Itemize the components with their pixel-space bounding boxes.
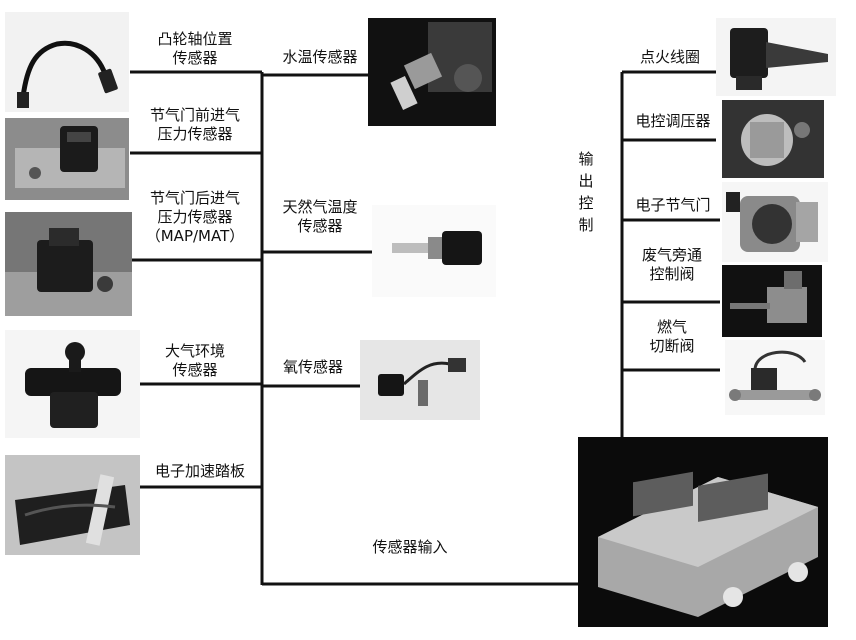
- wastegate-valve-photo: [722, 265, 822, 337]
- map-after-sensor-label: 节气门后进气压力传感器（MAP/MAT）: [145, 189, 245, 245]
- pressure-regulator-label: 电控调压器: [635, 112, 711, 130]
- coolant-sensor-photo: [368, 18, 496, 126]
- baro-sensor-label: 大气环境传感器: [164, 342, 225, 379]
- ecu-photo: [578, 437, 828, 627]
- electronic-throttle-photo: [722, 182, 828, 262]
- map-after-sensor-photo: [5, 212, 132, 316]
- wastegate-valve-label: 废气旁通控制阀: [641, 246, 702, 283]
- camshaft-sensor-label: 凸轮轴位置传感器: [157, 30, 233, 67]
- oxygen-sensor-photo: [360, 340, 480, 420]
- output-control-label: 输出控制: [578, 150, 594, 234]
- electronic-throttle-label: 电子节气门: [635, 196, 711, 214]
- ignition-coil-photo: [716, 18, 836, 96]
- baro-sensor-photo: [5, 330, 140, 438]
- tmap-front-sensor-label: 节气门前进气压力传感器: [149, 106, 240, 143]
- oxygen-sensor-label: 氧传感器: [282, 358, 343, 376]
- coolant-sensor-label: 水温传感器: [282, 48, 358, 66]
- ignition-coil-label: 点火线圈: [639, 48, 700, 66]
- camshaft-sensor-photo: [5, 12, 129, 112]
- pressure-regulator-photo: [722, 100, 824, 178]
- pedal-label: 电子加速踏板: [154, 462, 245, 480]
- sensor-input-label: 传感器输入: [372, 538, 448, 556]
- gas-shutoff-valve-label: 燃气切断阀: [649, 318, 695, 355]
- gas-temp-sensor-label: 天然气温度传感器: [282, 198, 358, 235]
- pedal-photo: [5, 455, 140, 555]
- gas-temp-sensor-photo: [372, 205, 496, 297]
- gas-shutoff-valve-photo: [725, 340, 825, 415]
- tmap-front-sensor-photo: [5, 118, 129, 200]
